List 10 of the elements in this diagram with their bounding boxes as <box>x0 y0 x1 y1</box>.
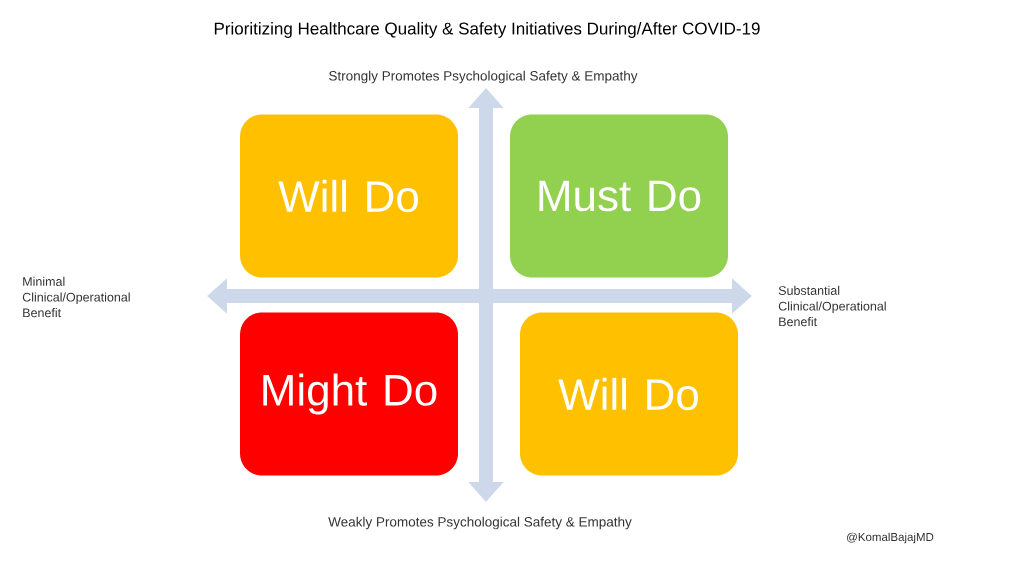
axis-label: Substantial Clinical/Operational Benefit <box>778 285 886 327</box>
axis-label: Weakly Promotes Psychological Safety & Empathy <box>328 516 632 530</box>
quadrant-box: Will Do <box>240 114 458 278</box>
credit-text: @KomalBajajMD <box>847 532 934 544</box>
quadrant-box: Must Do <box>510 114 728 278</box>
quadrant-box: Might Do <box>240 312 458 476</box>
quadrant-box: Will Do <box>520 312 738 476</box>
title: Prioritizing Healthcare Quality & Safety Initiatives During/After COVID-19 <box>214 22 760 38</box>
axis-label: Strongly Promotes Psychological Safety & Empathy <box>329 70 638 84</box>
axis-label: Minimal Clinical/Operational Benefit <box>22 276 130 318</box>
